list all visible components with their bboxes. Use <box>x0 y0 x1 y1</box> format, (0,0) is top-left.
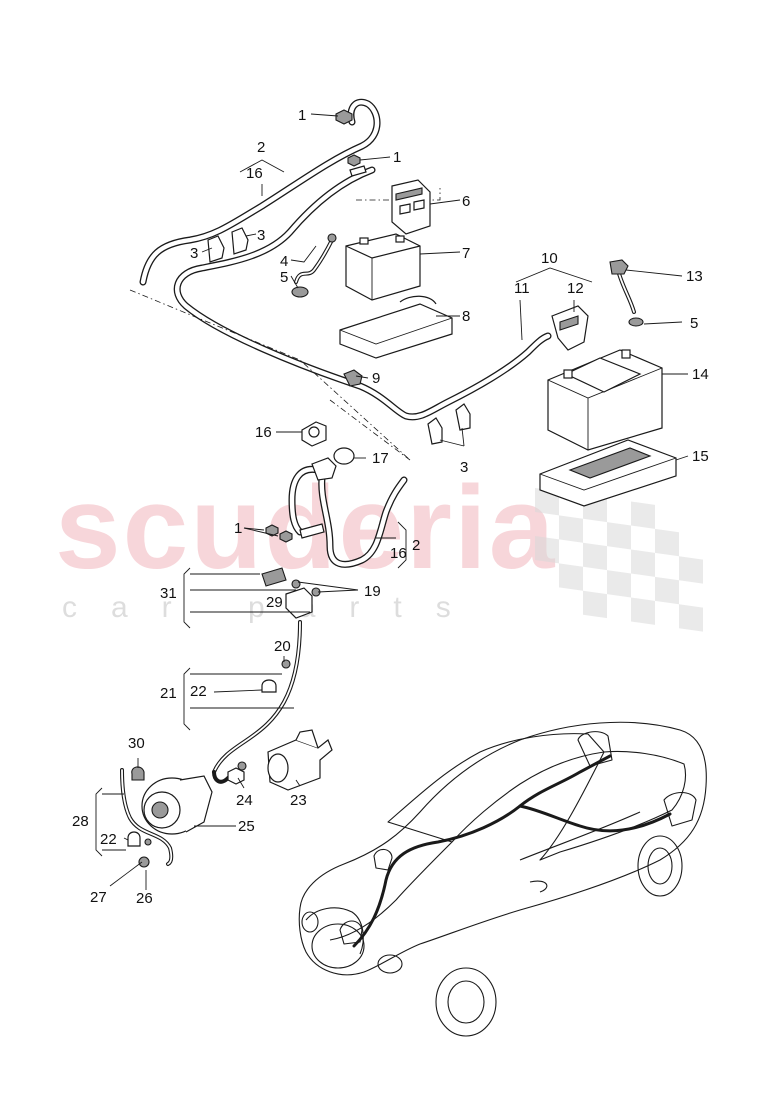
callout-15: 15 <box>692 448 709 465</box>
callout-1: 1 <box>393 149 401 166</box>
battery-tray-part-15 <box>539 439 677 507</box>
callout-27: 27 <box>90 889 107 906</box>
callout-30: 30 <box>128 735 145 752</box>
callout-29: 29 <box>266 594 283 611</box>
bracket-part-3-upper <box>207 227 249 263</box>
callout-20: 20 <box>274 638 291 655</box>
callout-19: 19 <box>364 583 381 600</box>
callout-2: 2 <box>257 139 265 156</box>
cap-part-17 <box>333 447 355 465</box>
starter-motor-part-23 <box>267 729 333 791</box>
callout-7: 7 <box>462 245 470 262</box>
callout-8: 8 <box>462 308 470 325</box>
alternator-part-25 <box>141 775 213 835</box>
callout-23: 23 <box>290 792 307 809</box>
nut-part-24 <box>227 761 247 785</box>
connector-part-12 <box>551 305 589 351</box>
callout-24: 24 <box>236 792 253 809</box>
callout-14: 14 <box>692 366 709 383</box>
callout-11: 11 <box>514 280 530 297</box>
callout-16: 16 <box>390 545 407 562</box>
watermark-tagline: car parts <box>62 591 485 624</box>
callout-labels: 1 1 2 16 3 3 4 5 6 7 8 9 10 11 12 13 5 1… <box>72 107 709 907</box>
lower-cable-harness <box>288 399 411 568</box>
watermark-brand: scuderia <box>55 462 556 594</box>
callout-5: 5 <box>690 315 698 332</box>
callout-31: 31 <box>160 585 177 602</box>
battery-part-7 <box>345 233 421 301</box>
callout-2: 2 <box>412 537 420 554</box>
clip-part-9 <box>343 369 363 387</box>
callout-16: 16 <box>246 165 263 182</box>
callout-1: 1 <box>234 520 242 537</box>
watermark: scuderia car parts <box>55 462 703 632</box>
callout-9: 9 <box>372 370 380 387</box>
leader-lines <box>95 113 689 890</box>
terminal-cable-part-13 <box>609 259 644 327</box>
callout-4: 4 <box>280 253 288 270</box>
fuse-box-part-6 <box>391 179 431 235</box>
grommet-part-16 <box>301 421 327 447</box>
relay-part-29 <box>261 567 321 619</box>
main-cable-harness <box>129 98 552 461</box>
starter-cable-part-21 <box>212 620 302 784</box>
callout-12: 12 <box>567 280 584 297</box>
callout-21: 21 <box>160 685 177 702</box>
callout-25: 25 <box>238 818 255 835</box>
callout-13: 13 <box>686 268 703 285</box>
nut-part-1 <box>335 109 367 177</box>
callout-3: 3 <box>460 459 468 476</box>
callout-28: 28 <box>72 813 89 830</box>
callout-3: 3 <box>190 245 198 262</box>
battery-tray-part-8 <box>339 295 453 359</box>
checkered-flag-icon <box>535 488 703 632</box>
car-illustration <box>298 721 707 1037</box>
callout-3: 3 <box>257 227 265 244</box>
ground-cable-part-4 <box>291 233 337 298</box>
callout-26: 26 <box>136 890 153 907</box>
callout-10: 10 <box>541 250 558 267</box>
callout-22: 22 <box>190 683 207 700</box>
bracket-part-3-lower <box>427 403 471 445</box>
alternator-cable-part-28 <box>120 766 174 868</box>
callout-5: 5 <box>280 269 288 286</box>
callout-6: 6 <box>462 193 470 210</box>
callout-22: 22 <box>100 831 117 848</box>
callout-17: 17 <box>372 450 389 467</box>
callout-1: 1 <box>298 107 306 124</box>
callout-16: 16 <box>255 424 272 441</box>
battery-part-14 <box>547 349 663 451</box>
